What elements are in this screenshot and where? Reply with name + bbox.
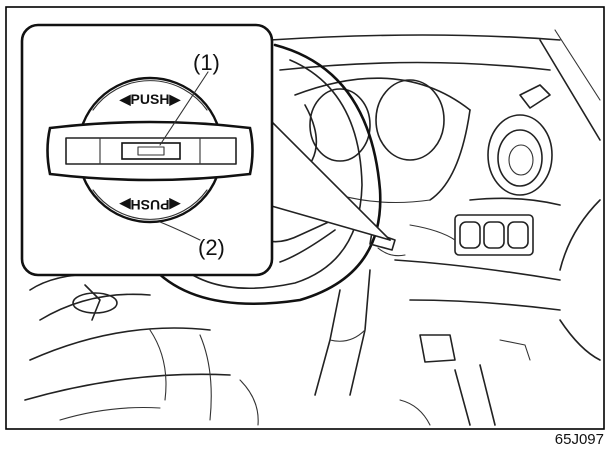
figure-code: 65J097 <box>555 431 604 448</box>
switch-panel <box>454 214 534 256</box>
pointer-wedge <box>267 117 391 241</box>
callout-label-1: (1) <box>193 50 220 75</box>
dashboard-background <box>24 29 601 426</box>
key-slot <box>121 142 181 160</box>
ignition-inset: ◀PUSH▶ ◀PUSH▶ (1) (2) <box>20 23 274 277</box>
push-text-bottom: ◀PUSH▶ <box>119 197 182 213</box>
callout-label-2: (2) <box>198 235 225 260</box>
push-text-top: ◀PUSH▶ <box>119 91 182 107</box>
